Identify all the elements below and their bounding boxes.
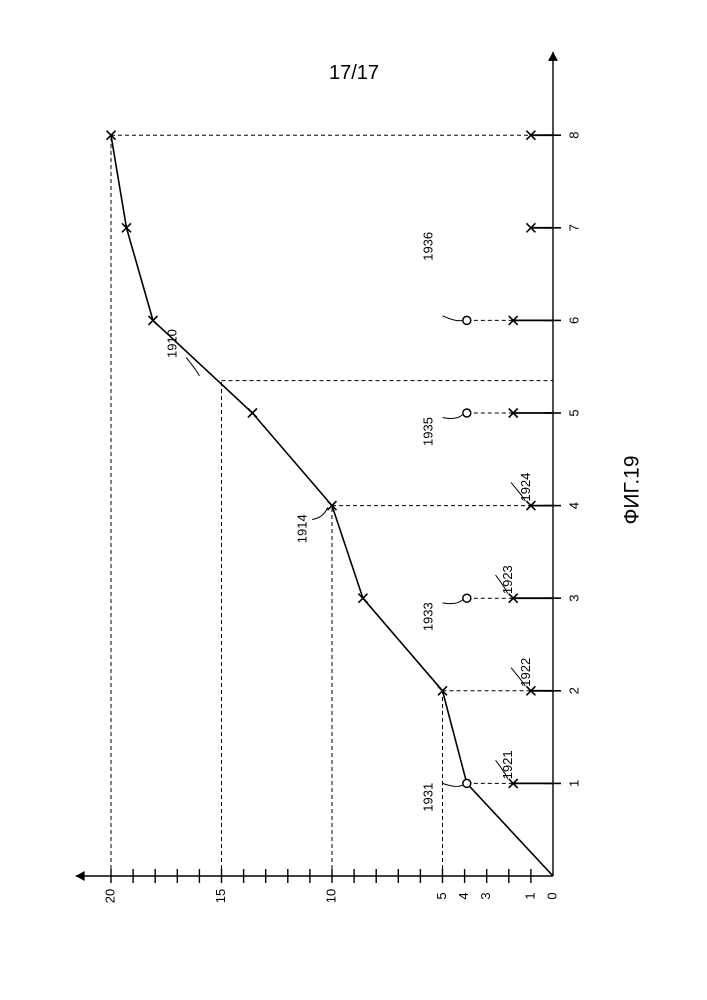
y-tick-label: 5 bbox=[434, 892, 449, 899]
leader-line bbox=[443, 783, 463, 786]
x-tick-label: 1 bbox=[566, 780, 581, 787]
leader-line bbox=[312, 507, 327, 519]
figure-caption: ФИГ.19 bbox=[621, 455, 644, 524]
y-tick-label: 1 bbox=[522, 892, 537, 899]
series-point bbox=[248, 409, 257, 418]
y-tick-label: 20 bbox=[102, 889, 117, 903]
reference-label: 1921 bbox=[500, 750, 515, 779]
y-tick-label: 3 bbox=[478, 892, 493, 899]
y-tick-label: 10 bbox=[323, 889, 338, 903]
circle-point bbox=[463, 409, 471, 417]
reference-label: 1936 bbox=[421, 232, 436, 261]
x-tick-label: 7 bbox=[566, 224, 581, 231]
circle-point bbox=[463, 594, 471, 602]
y-tick-label: 4 bbox=[456, 892, 471, 899]
x-tick-label: 4 bbox=[566, 502, 581, 509]
x-tick-label: 2 bbox=[566, 687, 581, 694]
series-point bbox=[463, 779, 471, 787]
series-point bbox=[148, 316, 157, 325]
x-tick-label: 3 bbox=[566, 595, 581, 602]
reference-label: 1924 bbox=[518, 473, 533, 502]
y-tick-label: 0 bbox=[544, 892, 559, 899]
x-tick-label: 5 bbox=[566, 409, 581, 416]
reference-label: 1933 bbox=[421, 602, 436, 631]
reference-label: 1922 bbox=[518, 658, 533, 687]
x-tick-label: 6 bbox=[566, 317, 581, 324]
circle-point bbox=[463, 316, 471, 324]
series-point bbox=[358, 594, 367, 603]
reference-label: 1923 bbox=[500, 565, 515, 594]
x-tick-label: 8 bbox=[566, 132, 581, 139]
reference-label: 1914 bbox=[295, 514, 310, 543]
reference-label: 1935 bbox=[421, 417, 436, 446]
y-tick-label: 15 bbox=[213, 889, 228, 903]
reference-label: 1931 bbox=[421, 783, 436, 812]
reference-label: 1910 bbox=[164, 329, 179, 358]
rotated-plot: 0134510152012345678191019141921192219231… bbox=[76, 52, 582, 903]
leader-line bbox=[186, 357, 199, 376]
leader-line bbox=[443, 316, 463, 321]
x-axis-arrow bbox=[548, 52, 558, 61]
leader-line bbox=[443, 600, 463, 604]
leader-line bbox=[443, 415, 463, 419]
y-axis-arrow bbox=[76, 871, 85, 881]
